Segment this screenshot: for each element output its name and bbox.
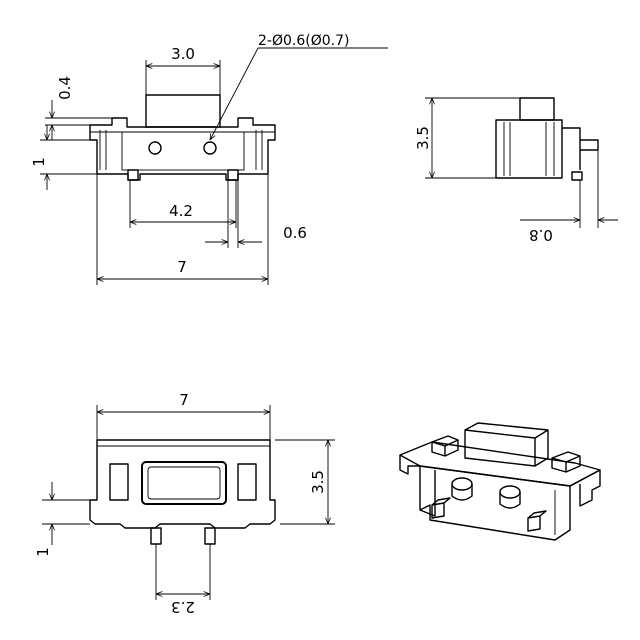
switch-body-outline [89,117,276,181]
dim-front-width: 7 [179,391,189,409]
side-body [495,119,563,179]
isometric-view [399,422,601,541]
body-inner [121,131,245,171]
hole-left [148,141,162,155]
hole-right [203,141,217,155]
front-pin-right [204,527,216,545]
lug-right [227,169,239,181]
side-actuator [519,97,555,121]
front-slot-left [109,463,129,501]
iso-top-plate [399,441,601,487]
actuator-body [145,94,221,128]
dim-total-width: 7 [177,258,187,276]
front-actuator [141,461,227,505]
dim-left-height: 1 [30,157,48,167]
lug-left [127,169,139,181]
front-slot-right [237,463,257,501]
dim-front-height: 3.5 [309,470,327,494]
dim-front-left-height: 1 [34,547,52,557]
dim-pin-width: 0.6 [283,224,307,242]
front-pin-left [150,527,162,545]
iso-post-right [499,485,521,499]
dim-pin-spacing: 2.3 [171,598,195,616]
side-lead [562,127,599,170]
dim-side-height: 3.5 [414,126,432,150]
dim-top-offset: 0.4 [56,76,74,100]
dim-actuator-width: 3.0 [171,45,195,63]
front-body-outline [89,439,276,529]
dim-hole-spacing: 4.2 [169,202,193,220]
dim-lead-width: 0.8 [529,226,553,244]
hole-callout: 2-Ø0.6(Ø0.7) [258,33,349,49]
iso-post-left [451,477,473,491]
top-view: 3.0 2-Ø0.6(Ø0.7) 0.4 1 4.2 0.6 7 [30,33,388,285]
iso-actuator [464,422,549,467]
front-view: 7 3.5 1 2.3 [34,391,335,616]
side-view: 3.5 0.8 [414,97,618,244]
